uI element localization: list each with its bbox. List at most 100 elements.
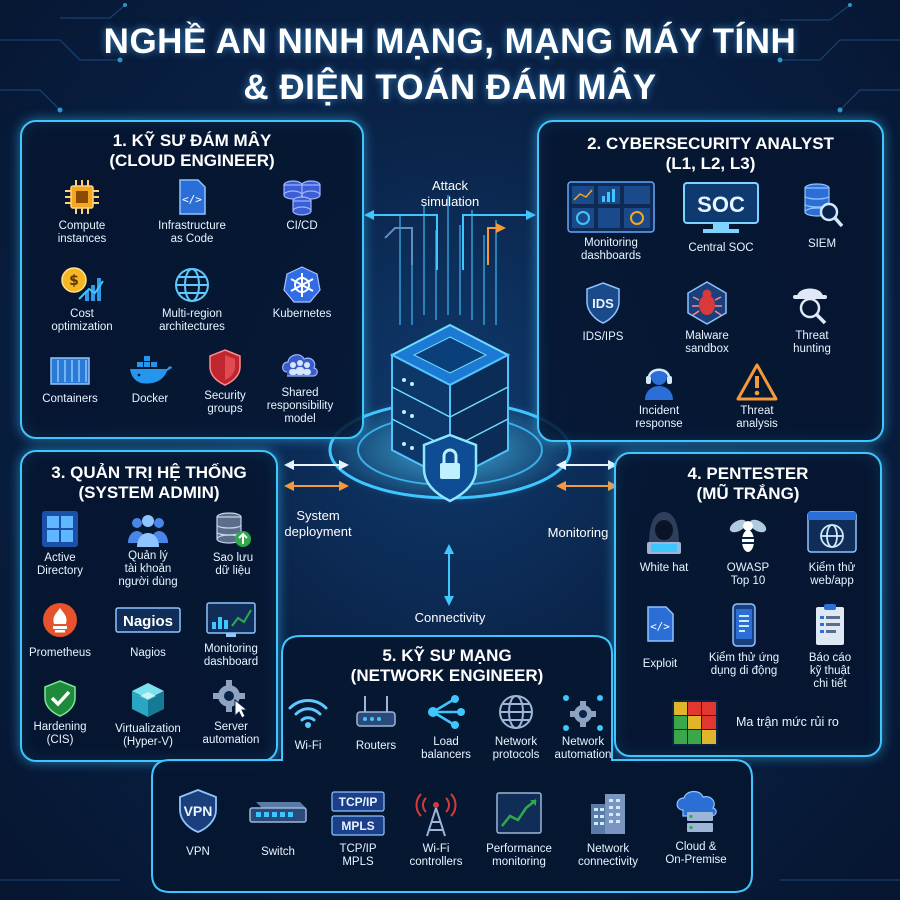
threat-hunting-icon [793,288,827,325]
nagios-text: Nagios [123,613,173,630]
cost-chart-icon: $ [61,267,104,301]
item-label: Monitoring [584,237,638,249]
item-label: chi tiết [813,678,847,690]
item-cloud-on-premise: Cloud &On-Premise [646,788,746,867]
item-vpn: VPN VPN [152,788,244,859]
item-label: Prometheus [28,647,91,659]
item-label: Báo cáo [808,652,852,664]
item-label: Hardening [33,721,87,733]
item-label: tài khoản [124,563,172,575]
connectivity-label: Connectivity [414,610,486,625]
item-switch: Switch [232,788,324,859]
hacker-icon [647,512,681,554]
sysadmin-panel-title: 3. QUẢN TRỊ HỆ THỐNG [51,463,247,482]
item-label: connectivity [577,856,639,868]
globe-icon [499,695,533,729]
svg-text:</>: </> [650,620,670,633]
item-label: Exploit [642,658,678,670]
item-label: Server [214,721,248,733]
risk-matrix-icon [672,700,718,746]
network-panel-subtitle: (NETWORK ENGINEER) [350,666,544,685]
attack-simulation-label: Attack simulation [400,178,500,210]
item-label: Containers [42,393,98,405]
item-kubernetes: Kubernetes [254,265,350,321]
globe-icon [175,268,209,302]
item-label: Multi-region [161,308,223,320]
report-clipboard-icon [816,604,844,645]
item-label: Top 10 [730,575,766,587]
ids-shield-icon: IDS [586,282,620,324]
central-server-graphic [320,195,580,505]
database-stack-icon [283,180,321,216]
item-label: automation [554,749,612,761]
performance-chart-icon [496,792,542,834]
attack-label-line-2: simulation [420,194,480,209]
item-label: model [284,413,316,425]
shield-icon [209,349,241,386]
dashboard-icon [567,181,655,233]
item-label: web/app [810,575,854,587]
cpu-chip-icon [65,180,99,214]
pentester-panel-title: 4. PENTESTER [687,464,809,483]
item-label: Compute [58,220,106,232]
item-label: Routers [355,740,397,752]
code-file-icon: </> [647,606,674,642]
item-containers: Containers [22,350,118,406]
cloud-panel-subtitle: (CLOUD ENGINEER) [109,151,275,170]
item-routers: Routers [330,692,422,753]
item-label: protocols [492,749,540,761]
item-nagios: Nagios Nagios [98,600,198,660]
load-balancer-icon [428,695,465,729]
pentester-panel-subtitle: (MŨ TRẮNG) [696,484,800,503]
item-label: Network [561,736,605,748]
browser-globe-icon [807,511,857,553]
item-label: Nagios [130,647,166,659]
item-label: sandbox [685,343,729,355]
container-icon [50,357,90,385]
soc-monitor-icon: SOC [683,182,759,233]
panel-system-admin: 3. QUẢN TRỊ HỆ THỐNG (SYSTEM ADMIN) Acti… [20,450,278,762]
item-label: Virtualization [115,723,181,735]
analyst-panel-title: 2. CYBERSECURITY ANALYST [587,134,834,153]
windows-icon [42,511,78,547]
item-label: Docker [131,393,169,405]
item-label: Network [494,736,538,748]
item-exploit: </> Exploit [614,604,706,671]
item-label: VPN [186,846,210,858]
cloud-server-icon [676,790,717,832]
item-label: kỹ thuật [809,665,851,677]
mpls-text: MPLS [341,819,374,833]
malware-bug-icon [687,281,727,325]
risk-matrix-label: Ma trận mức rủi ro [736,715,839,729]
item-label: (CIS) [46,734,74,746]
item-label: OWASP [726,562,770,574]
item-label: Active [44,552,76,564]
item-label: Infrastructure [158,220,226,232]
panel-cloud-engineer: 1. KỸ SƯ ĐÁM MÂY (CLOUD ENGINEER) Comput… [20,120,364,439]
item-prometheus: Prometheus [14,600,106,660]
item-central-soc: SOC Central SOC [671,180,771,255]
item-label: Kiểm thử [808,562,856,574]
item-label: Wi-Fi [294,740,322,752]
item-label: (Hyper-V) [123,736,173,748]
item-label: groups [207,403,243,415]
item-label: optimization [51,321,113,333]
analyst-panel-subtitle: (L1, L2, L3) [665,154,756,173]
cloud-panel-title: 1. KỸ SƯ ĐÁM MÂY [112,131,272,150]
item-label: dụng di động [710,665,778,677]
item-white-hat: White hat [618,508,710,575]
item-label: Switch [261,846,295,858]
item-label: Cost [70,308,94,320]
